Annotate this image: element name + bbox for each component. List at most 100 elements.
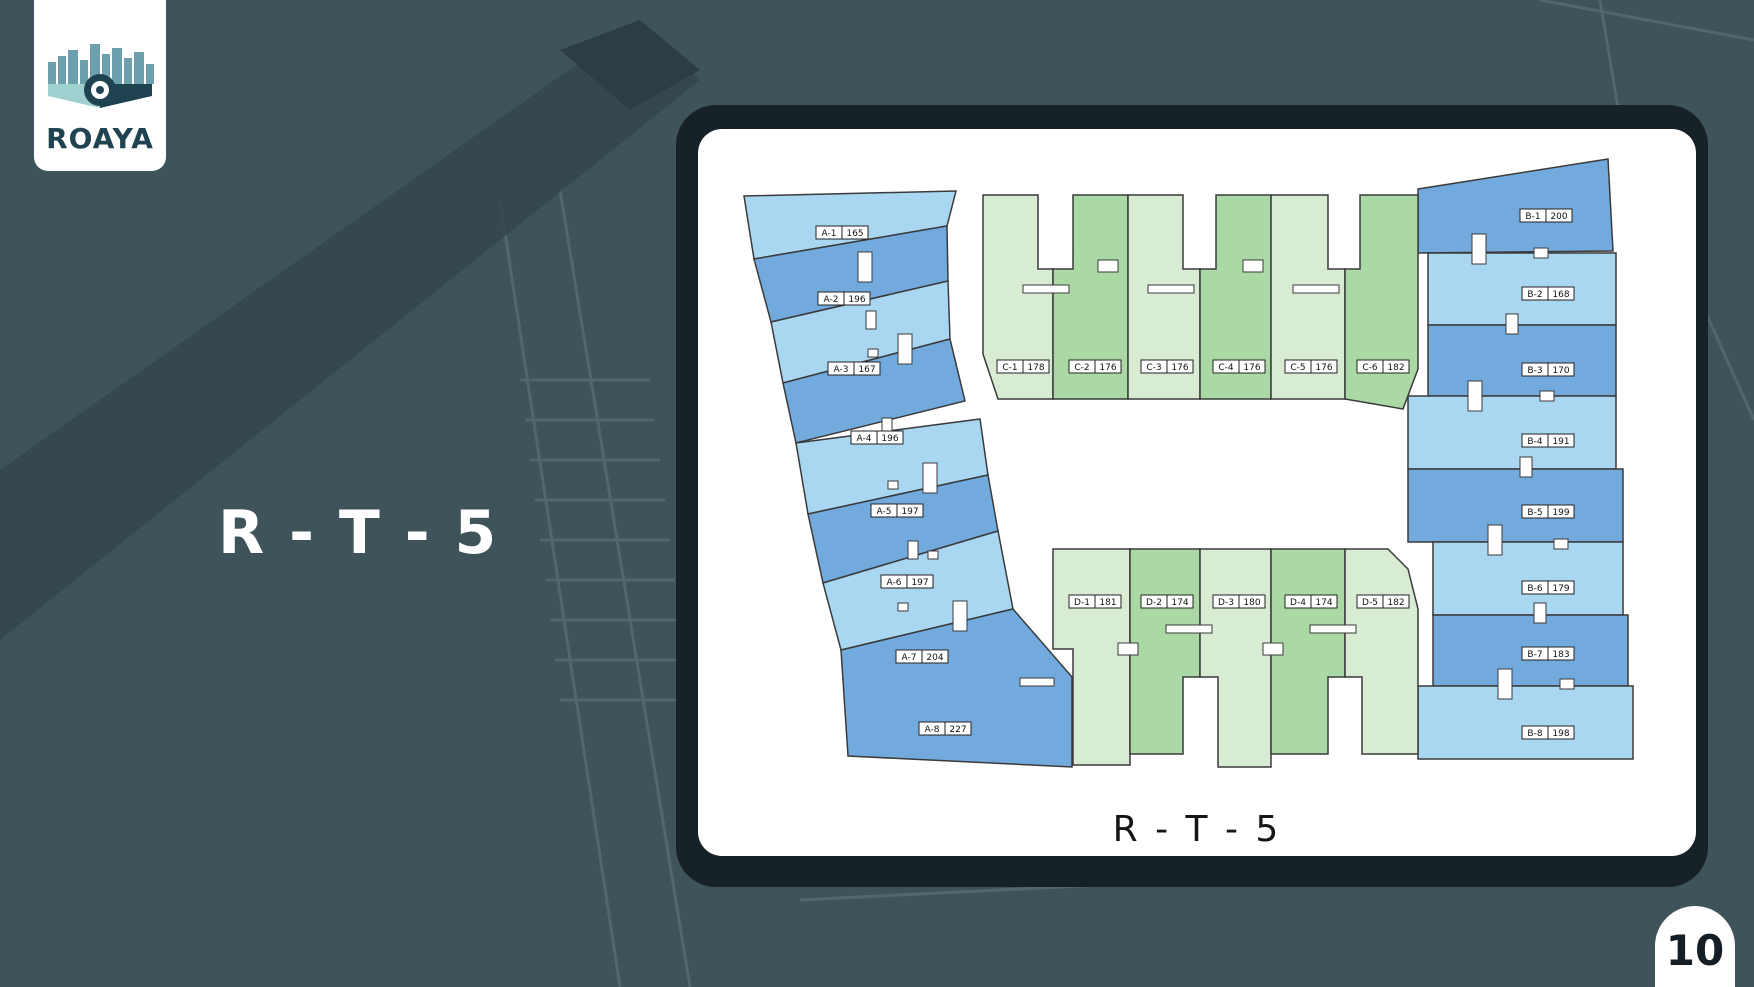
plan-detail <box>1467 380 1483 412</box>
plan-detail <box>1519 456 1533 478</box>
unit-code: B-7 <box>1527 650 1542 660</box>
unit-label-b-4: B-4 191 <box>1521 433 1575 448</box>
unit-d-2 <box>1129 548 1201 755</box>
plan-detail <box>1471 233 1487 265</box>
unit-area: 191 <box>1552 437 1569 447</box>
unit-label-d-5: D-5 182 <box>1356 594 1410 609</box>
unit-area: 174 <box>1315 598 1332 608</box>
unit-code: D-2 <box>1146 598 1162 608</box>
unit-area: 167 <box>858 365 875 375</box>
unit-area: 196 <box>848 295 865 305</box>
plan-detail <box>887 480 899 490</box>
unit-code: A-3 <box>834 365 849 375</box>
unit-code: C-5 <box>1290 363 1305 373</box>
unit-code: C-4 <box>1218 363 1234 373</box>
plan-detail <box>922 462 938 494</box>
plan-detail <box>907 540 919 560</box>
unit-code: B-3 <box>1527 366 1542 376</box>
plan-detail <box>857 251 873 283</box>
unit-b-6 <box>1432 541 1624 616</box>
unit-area: 176 <box>1243 363 1260 373</box>
unit-area: 165 <box>846 229 863 239</box>
unit-a-4 <box>782 338 966 444</box>
unit-area: 182 <box>1387 363 1404 373</box>
unit-area: 178 <box>1027 363 1044 373</box>
plan-detail <box>1309 624 1357 634</box>
plan-caption: R - T - 5 <box>1112 809 1282 850</box>
unit-area: 182 <box>1387 598 1404 608</box>
unit-b-8 <box>1417 685 1634 760</box>
unit-code: A-6 <box>887 578 902 588</box>
unit-area: 199 <box>1552 508 1569 518</box>
page-title: R - T - 5 <box>218 498 499 568</box>
plan-detail <box>1117 642 1139 656</box>
unit-area: 180 <box>1243 598 1260 608</box>
plan-detail <box>952 600 968 632</box>
unit-label-c-4: C-4 176 <box>1212 359 1266 374</box>
unit-label-c-5: C-5 176 <box>1284 359 1338 374</box>
unit-label-b-3: B-3 170 <box>1521 362 1575 377</box>
plan-detail <box>1505 313 1519 335</box>
unit-area: 176 <box>1315 363 1332 373</box>
logo-text: ROAYA <box>46 122 154 155</box>
unit-d-3 <box>1199 548 1272 768</box>
plan-detail <box>867 348 879 358</box>
unit-b-4 <box>1407 395 1617 470</box>
plan-detail <box>1533 602 1547 624</box>
unit-code: D-3 <box>1218 598 1234 608</box>
plan-detail <box>927 550 939 560</box>
unit-code: C-1 <box>1002 363 1017 373</box>
plan-detail <box>1165 624 1213 634</box>
page-number: 10 <box>1665 926 1725 975</box>
unit-area: 204 <box>926 653 943 663</box>
plan-detail <box>1292 284 1340 294</box>
plan-detail <box>1019 677 1055 687</box>
unit-area: 198 <box>1552 729 1569 739</box>
plan-detail <box>1497 668 1513 700</box>
unit-b-5 <box>1407 468 1624 543</box>
plan-detail <box>897 602 909 612</box>
unit-code: A-7 <box>902 653 917 663</box>
unit-d-5 <box>1344 548 1419 755</box>
plan-detail <box>1487 524 1503 556</box>
unit-label-a-6: A-6 197 <box>880 574 934 589</box>
plan-detail <box>1533 247 1549 259</box>
unit-area: 170 <box>1552 366 1569 376</box>
plan-detail <box>1022 284 1070 294</box>
unit-label-d-4: D-4 174 <box>1284 594 1338 609</box>
plan-detail <box>1559 678 1575 690</box>
unit-code: A-5 <box>877 507 892 517</box>
unit-area: 183 <box>1552 650 1569 660</box>
plan-detail <box>1539 390 1555 402</box>
unit-code: A-4 <box>857 434 872 444</box>
unit-code: A-2 <box>824 295 839 305</box>
unit-code: D-4 <box>1290 598 1306 608</box>
unit-area: 197 <box>911 578 928 588</box>
unit-label-b-7: B-7 183 <box>1521 646 1575 661</box>
unit-code: B-2 <box>1527 290 1542 300</box>
unit-code: B-4 <box>1527 437 1542 447</box>
page-number-badge: 10 <box>1655 906 1735 987</box>
plan-detail <box>1147 284 1195 294</box>
unit-area: 181 <box>1099 598 1116 608</box>
unit-area: 168 <box>1552 290 1569 300</box>
unit-label-c-1: C-1 178 <box>996 359 1050 374</box>
plan-detail <box>1553 538 1569 550</box>
unit-area: 197 <box>901 507 918 517</box>
unit-code: D-5 <box>1362 598 1378 608</box>
unit-area: 200 <box>1550 212 1567 222</box>
unit-code: B-6 <box>1527 584 1542 594</box>
plan-detail <box>1262 642 1284 656</box>
